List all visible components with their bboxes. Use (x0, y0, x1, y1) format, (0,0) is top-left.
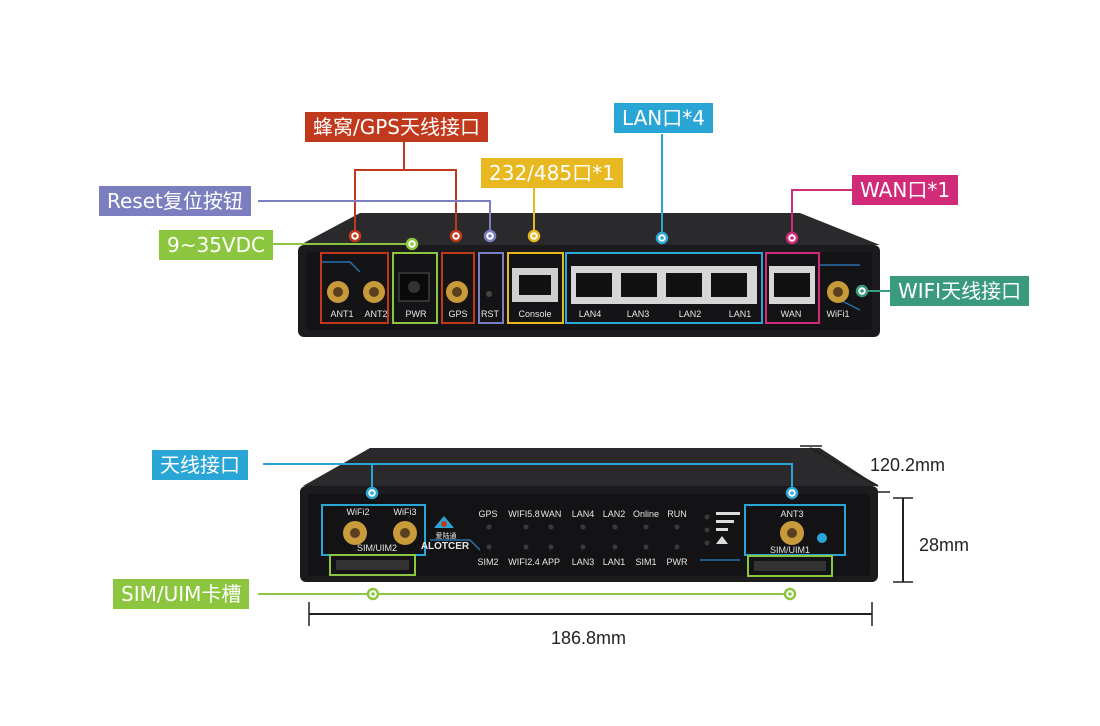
front-right-label: ANT3 (780, 509, 803, 519)
box-power (392, 252, 438, 324)
callout-power: 9~35VDC (159, 230, 273, 260)
rear-label: LAN2 (679, 309, 702, 319)
top-leader-lines (258, 134, 890, 292)
led-label-bottom: SIM1 (635, 557, 656, 567)
led-label-bottom: LAN1 (603, 557, 626, 567)
callout-reset: Reset复位按钮 (99, 186, 251, 216)
box-cellular-ants (320, 252, 389, 324)
status-leds (486, 514, 710, 550)
rear-console-port-socket (519, 275, 551, 295)
led-label-bottom: APP (542, 557, 560, 567)
dimension-height: 28mm (919, 535, 970, 555)
led-label-top: LAN4 (572, 509, 595, 519)
box-console (507, 252, 564, 324)
rear-label: ANT1 (330, 309, 353, 319)
rear-label: LAN1 (729, 309, 752, 319)
box-sim1 (747, 555, 833, 577)
led-label-bottom: LAN3 (572, 557, 595, 567)
box-wan (765, 252, 820, 324)
led-label-top: Online (633, 509, 659, 519)
front-panel-labels: WiFi2 WiFi3 SIM/UIM2 ANT3 SIM/UIM1 ALOTC… (347, 507, 811, 567)
dimension-width: 186.8mm (551, 628, 627, 648)
led-label-bottom: PWR (667, 557, 688, 567)
rear-label: LAN4 (579, 309, 602, 319)
front-left-label: SIM/UIM2 (357, 543, 397, 553)
callout-wifi-antenna: WIFI天线接口 (890, 276, 1030, 306)
box-lan (565, 252, 763, 324)
led-label-top: LAN2 (603, 509, 626, 519)
rear-label: GPS (448, 309, 467, 319)
led-label-top: WIFI5.8 (508, 509, 540, 519)
rear-label: WiFi1 (827, 309, 850, 319)
dim-width-ticks (308, 602, 873, 626)
callout-rs232: 232/485口*1 (481, 158, 623, 188)
brand-name: ALOTCER (421, 541, 470, 552)
rear-lan-ports (571, 266, 757, 304)
rear-ant2-connector (363, 281, 385, 303)
rear-wifi1-connector (827, 281, 849, 303)
front-wifi2-connector (343, 521, 367, 545)
front-device-lid (303, 448, 878, 486)
rear-device-lid (300, 213, 880, 245)
callout-cellular-gps: 蜂窝/GPS天线接口 (305, 112, 488, 142)
brand-sub: 爱陆通 (436, 531, 457, 540)
bottom-leader-lines (258, 463, 793, 595)
front-left-label: WiFi2 (347, 507, 370, 517)
led-label-top: RUN (667, 509, 687, 519)
front-indicator-dot (817, 533, 827, 543)
leader-reset (258, 200, 491, 236)
front-left-label: WiFi3 (394, 507, 417, 517)
sim1-slot (754, 561, 826, 571)
rear-wan-port-socket (774, 273, 810, 297)
callout-lan: LAN口*4 (614, 103, 713, 133)
dim-height-ticks (893, 497, 913, 583)
rear-gps-connector (446, 281, 468, 303)
rear-ant1-connector (327, 281, 349, 303)
rear-device: ANT1 ANT2 PWR GPS RST Console LAN4 LAN3 … (298, 213, 880, 337)
rear-circuit-lines (320, 261, 861, 311)
rear-label: ANT2 (364, 309, 387, 319)
rear-label: PWR (406, 309, 427, 319)
leader-wan (791, 189, 852, 236)
rear-port-labels: ANT1 ANT2 PWR GPS RST Console LAN4 LAN3 … (330, 309, 849, 319)
dimension-lines (308, 445, 913, 626)
led-label-bottom: WIFI2.4 (508, 557, 540, 567)
leader-cellular-gps (354, 141, 457, 236)
brand-logo (434, 516, 454, 528)
rear-rst-hole (486, 291, 492, 297)
top-leader-dots (348, 229, 869, 298)
rear-label: Console (518, 309, 551, 319)
front-circuit-lines (430, 539, 740, 561)
front-wifi3-connector (393, 521, 417, 545)
box-gps (441, 252, 475, 324)
box-reset (478, 252, 504, 324)
rear-label: RST (481, 309, 500, 319)
bottom-leader-dots (365, 486, 799, 601)
dim-depth-line (809, 447, 879, 487)
rear-label: LAN3 (627, 309, 650, 319)
front-right-label: SIM/UIM1 (770, 545, 810, 555)
front-ant3-connector (780, 521, 804, 545)
front-device: WiFi2 WiFi3 SIM/UIM2 ANT3 SIM/UIM1 ALOTC… (300, 448, 878, 582)
rear-label: WAN (781, 309, 802, 319)
sim2-slot (336, 560, 409, 570)
led-label-top: GPS (478, 509, 497, 519)
dim-depth-ticks (800, 445, 890, 493)
rear-pwr-jack-hole (408, 281, 420, 293)
led-label-bottom: SIM2 (477, 557, 498, 567)
led-label-top: WAN (541, 509, 562, 519)
callout-antenna: 天线接口 (152, 450, 248, 480)
dimension-depth: 120.2mm (870, 455, 946, 475)
leader-antenna (263, 463, 793, 493)
box-sim2 (329, 554, 416, 576)
callout-wan: WAN口*1 (852, 175, 959, 205)
callout-sim: SIM/UIM卡槽 (113, 579, 250, 609)
signal-icon (716, 512, 740, 544)
